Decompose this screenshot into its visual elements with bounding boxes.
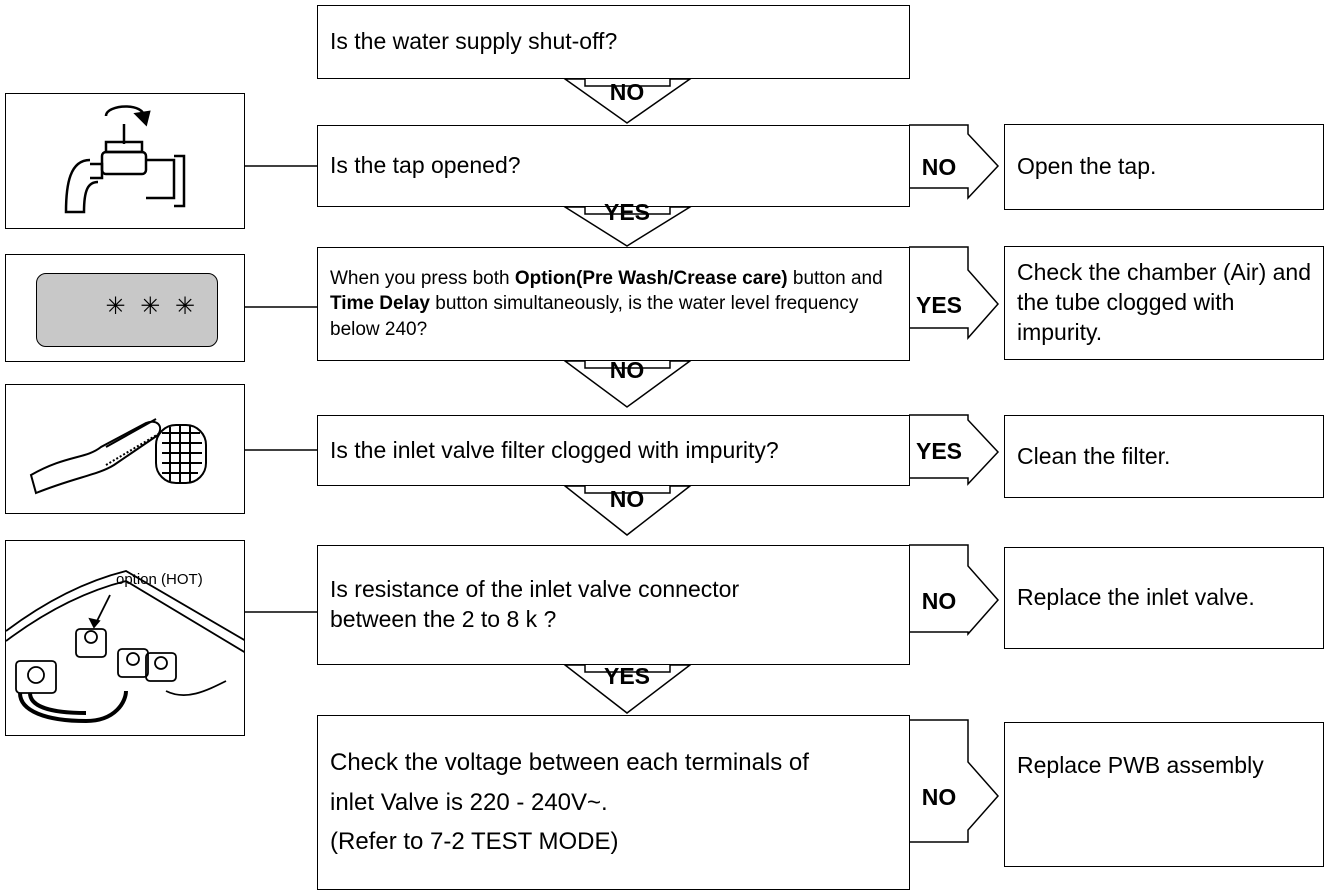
result-open-tap: Open the tap. xyxy=(1004,124,1324,210)
side-arrow-5 xyxy=(909,719,1000,843)
down-arrow-5 xyxy=(562,664,693,714)
tap-illustration xyxy=(5,93,245,229)
down-arrow-2 xyxy=(562,206,693,247)
down-arrow-1 xyxy=(562,78,693,124)
side-arrow-3 xyxy=(909,414,1000,486)
side-label-2: YES xyxy=(915,292,963,318)
display-panel: ✳ ✳ ✳ xyxy=(36,273,218,347)
question-tap-opened: Is the tap opened? xyxy=(317,125,910,207)
result-replace-valve: Replace the inlet valve. xyxy=(1004,547,1324,649)
question-voltage: Check the voltage between each terminals… xyxy=(317,715,910,890)
filter-brush-illustration xyxy=(5,384,245,514)
tap-icon xyxy=(64,105,186,214)
valve-icon xyxy=(6,570,244,724)
valve-callout: option (HOT) xyxy=(116,571,203,588)
down-label-2: YES xyxy=(603,199,651,225)
side-label-5: NO xyxy=(921,784,957,810)
result-check-chamber: Check the chamber (Air) and the tube clo… xyxy=(1004,246,1324,360)
brush-icon xyxy=(29,418,207,495)
inlet-valve-illustration: option (HOT) xyxy=(5,540,245,736)
down-arrow-3 xyxy=(562,360,693,408)
down-arrow-4 xyxy=(562,485,693,536)
side-arrow-4 xyxy=(909,544,1000,636)
side-arrow-1 xyxy=(909,124,1000,200)
display-readout: ✳ ✳ ✳ xyxy=(105,293,199,320)
down-label-1: NO xyxy=(609,79,645,105)
down-label-5: YES xyxy=(603,663,651,689)
side-arrow-2 xyxy=(909,246,1000,340)
display-illustration: ✳ ✳ ✳ xyxy=(5,254,245,362)
question-filter-clogged: Is the inlet valve filter clogged with i… xyxy=(317,415,910,486)
question-water-supply: Is the water supply shut-off? xyxy=(317,5,910,79)
question-water-level: When you press both Option(Pre Wash/Crea… xyxy=(317,247,910,361)
result-clean-filter: Clean the filter. xyxy=(1004,415,1324,498)
side-label-4: NO xyxy=(921,588,957,614)
question-resistance: Is resistance of the inlet valve connect… xyxy=(317,545,910,665)
down-label-3: NO xyxy=(609,357,645,383)
down-label-4: NO xyxy=(609,486,645,512)
side-label-1: NO xyxy=(921,154,957,180)
side-label-3: YES xyxy=(915,438,963,464)
question-water-level-text: When you press both Option(Pre Wash/Crea… xyxy=(330,267,883,340)
result-replace-pwb: Replace PWB assembly xyxy=(1004,722,1324,867)
